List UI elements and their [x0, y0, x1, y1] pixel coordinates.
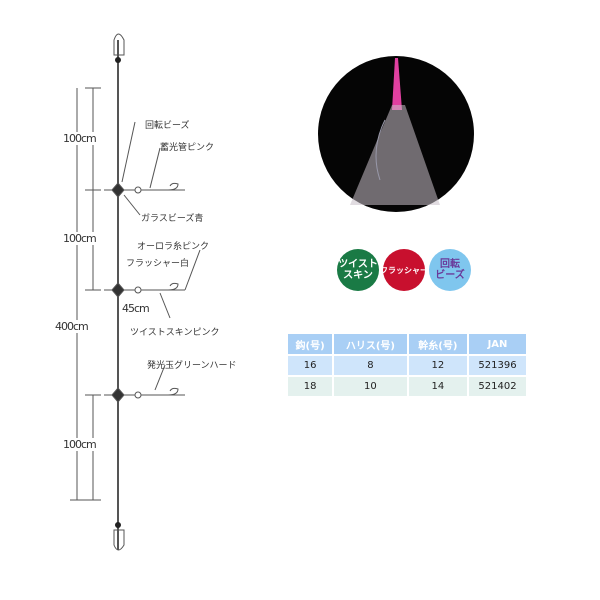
- label-glass-bead: ガラスビーズ青: [141, 214, 204, 224]
- label-twist-skin: ツイストスキンピンク: [130, 328, 220, 338]
- badge-swivel-bead: 回転 ビーズ: [429, 249, 471, 291]
- dim-total: 400cm: [55, 320, 89, 333]
- cell: 10: [334, 377, 407, 396]
- table-row: 16 8 12 521396: [288, 356, 526, 375]
- bead-icon: [134, 391, 142, 399]
- dim-section1: 100cm: [63, 132, 97, 145]
- bead-icon: [134, 186, 142, 194]
- photo-flasher: [318, 56, 474, 212]
- dim-section3: 100cm: [63, 438, 97, 451]
- dim-branch: 45cm: [122, 302, 150, 315]
- badge-twist-skin: ツイスト スキン: [337, 249, 379, 291]
- hook-icon: [167, 182, 179, 191]
- label-flasher: フラッシャー白: [126, 259, 190, 269]
- hook-icon: [167, 387, 179, 396]
- swivel-bead-icon: [111, 182, 125, 198]
- col-jan: JAN: [469, 334, 526, 354]
- table-header: 鈎(号) ハリス(号) 幹糸(号) JAN: [288, 334, 526, 354]
- col-hook: 鈎(号): [288, 334, 333, 354]
- cell: 14: [408, 377, 467, 396]
- col-harisu: ハリス(号): [334, 334, 407, 354]
- label-glow-ball: 発光玉グリーンハード: [147, 361, 237, 371]
- cell: 12: [408, 356, 467, 375]
- swivel-bead-icon: [111, 387, 125, 403]
- label-aurora-thread: オーロラ糸ピンク: [137, 242, 210, 252]
- cell: 16: [288, 356, 333, 375]
- label-luminous-tube: 蓄光管ピンク: [160, 143, 215, 153]
- cell: 521396: [469, 356, 526, 375]
- label-swivel-bead: 回転ビーズ: [145, 121, 190, 131]
- dim-section2: 100cm: [63, 232, 97, 245]
- cell: 18: [288, 377, 333, 396]
- swivel-bead-icon: [111, 282, 125, 298]
- col-mainline: 幹糸(号): [408, 334, 467, 354]
- cell: 8: [334, 356, 407, 375]
- bead-icon: [134, 286, 142, 294]
- table-row: 18 10 14 521402: [288, 377, 526, 396]
- badge-flasher: フラッシャー: [380, 249, 428, 291]
- cell: 521402: [469, 377, 526, 396]
- spec-table: 鈎(号) ハリス(号) 幹糸(号) JAN 16 8 12 521396 18 …: [286, 332, 528, 398]
- hook-icon: [167, 282, 179, 291]
